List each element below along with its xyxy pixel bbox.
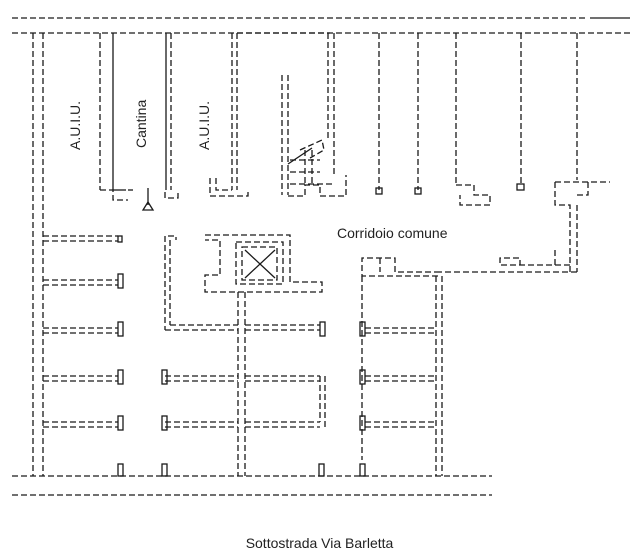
label-corridoio-comune: Corridoio comune [337, 225, 448, 241]
label-cantina: Cantina [133, 100, 149, 148]
plan-caption: Sottostrada Via Barletta [245, 535, 394, 551]
garage-boxes-left [43, 235, 124, 477]
storage-cells [99, 32, 610, 272]
garage-boxes-right [359, 321, 436, 477]
elevator-block [204, 234, 323, 476]
corridor-boundary [361, 250, 577, 476]
label-auiu-right: A.U.I.U. [196, 101, 212, 150]
garage-boxes-middle [161, 235, 326, 477]
label-auiu-left: A.U.I.U. [67, 101, 83, 150]
street-lines [12, 17, 630, 496]
outer-walls [32, 33, 44, 476]
